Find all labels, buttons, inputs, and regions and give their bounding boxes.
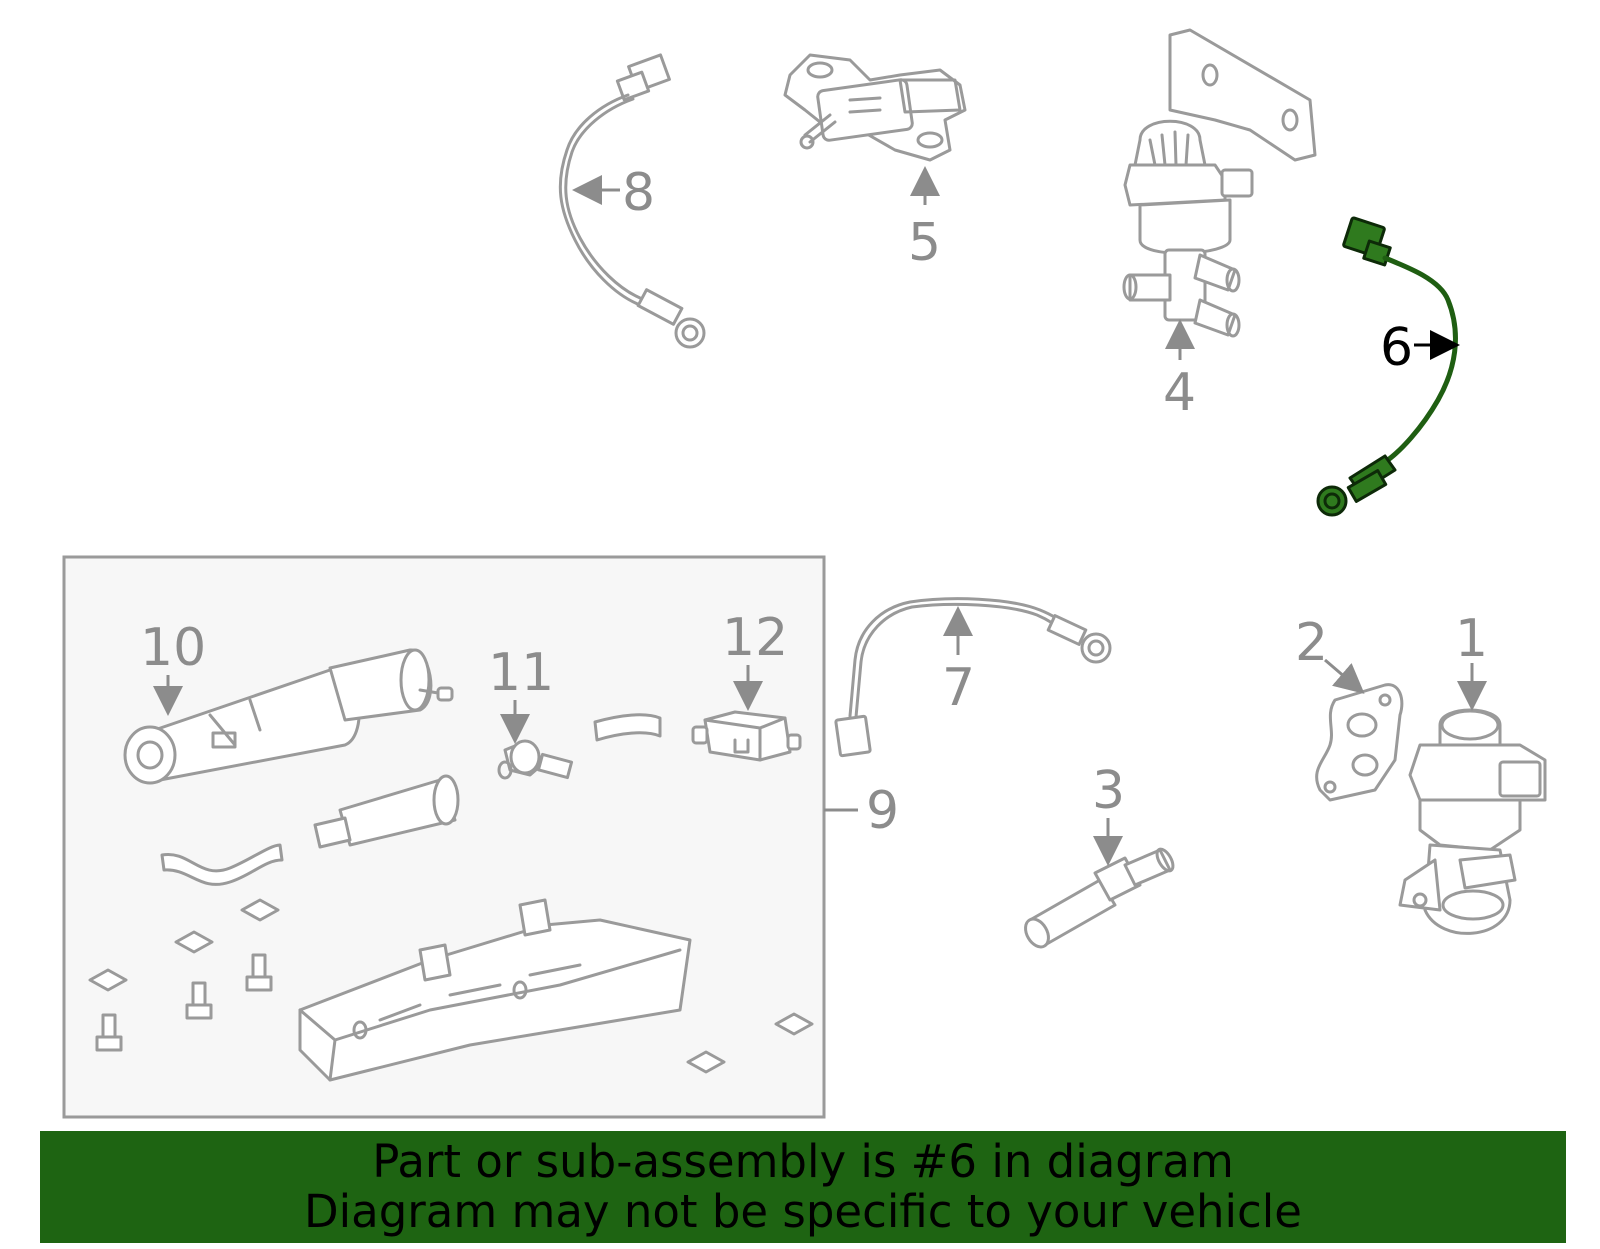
hose-curved[interactable] [160,843,284,886]
callout-2-label: 2 [1295,613,1328,673]
banner-line-1: Part or sub-assembly is #6 in diagram [372,1135,1234,1188]
part-8-sensor-harness[interactable] [558,53,706,349]
callout-12-label: 12 [722,608,788,668]
callout-7: 7 [942,606,975,718]
part-3-sensor[interactable] [1021,847,1176,951]
callout-3: 3 [1092,761,1125,866]
banner-line-2: Diagram may not be specific to your vehi… [304,1185,1302,1238]
hose-short[interactable] [593,713,662,742]
callout-12: 12 [722,608,788,711]
part-10-canister[interactable] [123,648,454,785]
bolts [95,953,273,1052]
callout-1: 1 [1455,609,1488,711]
callout-9-label: 9 [866,781,899,841]
bolt-3 [245,953,273,992]
callout-10-label: 10 [140,618,206,678]
part-11-fitting[interactable] [497,739,574,780]
callout-11-label: 11 [488,643,554,703]
part-5-control-valve[interactable] [783,53,967,162]
callout-5: 5 [908,166,941,273]
callout-2: 2 [1295,613,1365,694]
bolt-1 [95,1013,123,1052]
filter-cartridge[interactable] [313,774,460,849]
callout-1-label: 1 [1455,609,1488,669]
part-4-solenoid-valve[interactable] [1122,28,1317,338]
callout-6: 6 [1380,318,1460,378]
canister-bracket[interactable] [298,898,692,1082]
callout-5-label: 5 [908,213,941,273]
callout-7-label: 7 [942,658,975,718]
callout-4: 4 [1163,319,1196,423]
callout-6-label: 6 [1380,318,1413,378]
part-1-egr-valve[interactable] [1398,708,1547,935]
callout-9: 9 [824,781,899,841]
bolt-2 [185,981,213,1020]
part-12-filter-box[interactable] [691,710,802,762]
clip-diamonds [88,898,814,1074]
callout-10: 10 [140,618,206,716]
callout-4-label: 4 [1163,363,1196,423]
part-7-sensor-harness[interactable] [834,597,1112,758]
callout-8: 8 [572,163,655,223]
callout-3-label: 3 [1092,761,1125,821]
info-banner: Part or sub-assembly is #6 in diagram Di… [40,1131,1566,1243]
part-2-gasket[interactable] [1315,683,1404,802]
callout-8-label: 8 [622,163,655,223]
callout-11: 11 [488,643,554,744]
